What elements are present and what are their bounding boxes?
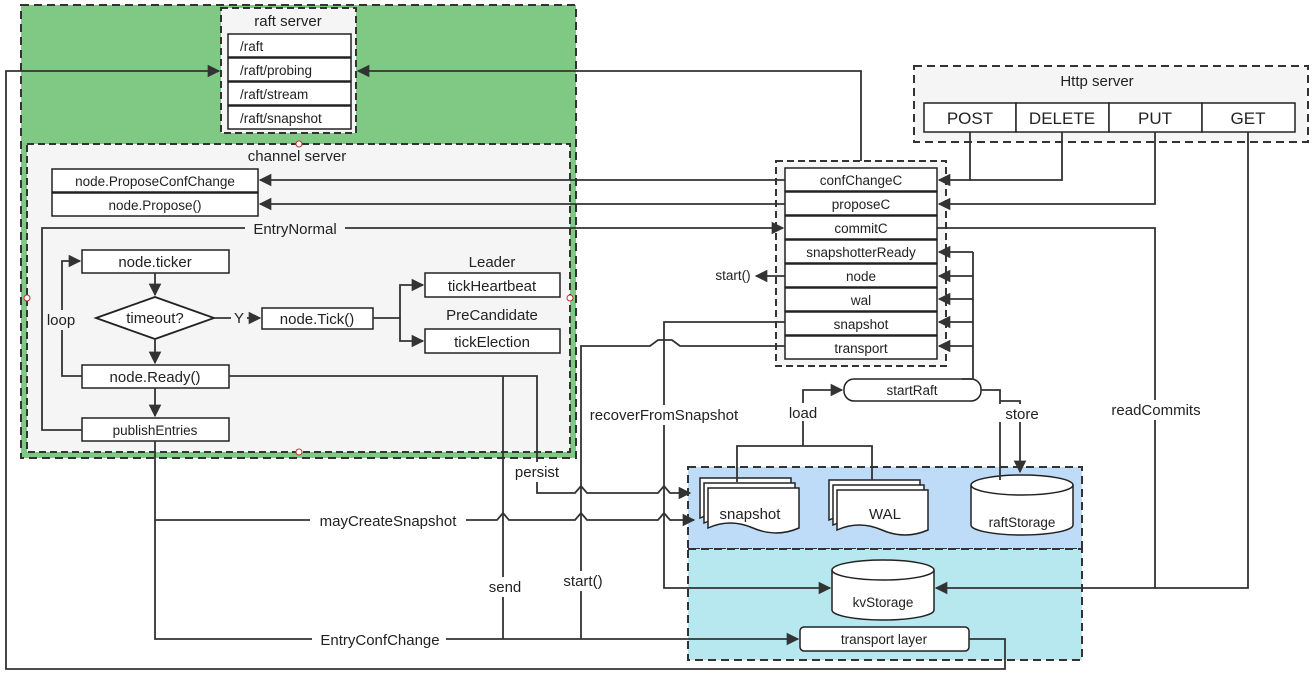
tick-heartbeat-box[interactable]: tickHeartbeat: [424, 272, 561, 298]
field-commitc[interactable]: commitC: [784, 215, 938, 240]
field-transport[interactable]: transport: [784, 335, 938, 360]
field-confchangec[interactable]: confChangeC: [784, 167, 938, 192]
raft-server: raft server /raft /raft/probing /raft/st…: [220, 7, 357, 134]
svg-text:timeout?: timeout?: [126, 310, 184, 327]
svg-text:node.Ready(): node.Ready(): [110, 369, 201, 386]
svg-text:tickElection: tickElection: [454, 334, 530, 351]
ticker-box[interactable]: node.ticker: [81, 249, 230, 274]
store-label: store: [1005, 406, 1038, 423]
load-label: load: [789, 405, 817, 422]
svg-text:GET: GET: [1231, 109, 1266, 128]
endpoint-raft-probing[interactable]: /raft/probing: [227, 57, 352, 82]
svg-text:/raft/stream: /raft/stream: [240, 87, 308, 102]
svg-text:publishEntries: publishEntries: [113, 423, 198, 438]
put-method[interactable]: PUT: [1108, 102, 1203, 133]
http-server-title: Http server: [1060, 73, 1133, 90]
ready-box[interactable]: node.Ready(): [81, 364, 230, 389]
publish-entries-box[interactable]: publishEntries: [81, 417, 230, 442]
svg-text:/raft/snapshot: /raft/snapshot: [240, 111, 322, 126]
svg-text:raftStorage: raftStorage: [989, 515, 1056, 530]
svg-text:PUT: PUT: [1138, 109, 1172, 128]
svg-text:snapshotterReady: snapshotterReady: [806, 245, 916, 260]
http-server: Http server POST DELETE PUT GET: [913, 65, 1309, 143]
field-proposec[interactable]: proposeC: [784, 191, 938, 216]
svg-text:commitC: commitC: [834, 221, 887, 236]
svg-text:/raft: /raft: [240, 39, 264, 54]
propose-conf-change-box[interactable]: node.ProposeConfChange: [51, 168, 259, 193]
send-label: send: [489, 579, 522, 596]
svg-text:WAL: WAL: [869, 506, 901, 523]
tick-box[interactable]: node.Tick(): [261, 307, 374, 330]
raft-node: confChangeC proposeC commitC snapshotter…: [775, 160, 947, 367]
endpoint-raft-snapshot[interactable]: /raft/snapshot: [227, 105, 352, 130]
recover-label: recoverFromSnapshot: [590, 407, 739, 424]
field-wal[interactable]: wal: [784, 287, 938, 312]
svg-text:transport: transport: [834, 341, 888, 356]
svg-text:snapshot: snapshot: [834, 317, 889, 332]
svg-text:node.ProposeConfChange: node.ProposeConfChange: [75, 174, 235, 189]
svg-text:node: node: [846, 269, 876, 284]
start-node-label: start(): [715, 268, 750, 283]
svg-text:wal: wal: [850, 293, 871, 308]
start-transport-label: start(): [563, 573, 602, 590]
svg-text:node.Propose(): node.Propose(): [108, 198, 201, 213]
raft-server-title: raft server: [254, 13, 322, 30]
delete-method[interactable]: DELETE: [1015, 102, 1110, 133]
get-method[interactable]: GET: [1201, 102, 1296, 133]
raft-storage-db[interactable]: raftStorage: [970, 474, 1074, 536]
kv-storage-db[interactable]: kvStorage: [831, 559, 935, 621]
read-commits-label: readCommits: [1111, 402, 1200, 419]
tick-election-box[interactable]: tickElection: [424, 328, 561, 354]
channel-server-title: channel server: [248, 148, 346, 165]
may-create-snapshot-label: mayCreateSnapshot: [320, 513, 458, 530]
svg-text:confChangeC: confChangeC: [820, 173, 903, 188]
field-snapshotterready[interactable]: snapshotterReady: [784, 239, 938, 264]
timeout-decision[interactable]: timeout?: [93, 296, 217, 340]
channel-server: channel server node.ProposeConfChange no…: [23, 140, 574, 456]
svg-text:proposeC: proposeC: [832, 197, 891, 212]
svg-text:POST: POST: [947, 109, 993, 128]
entry-normal-label: EntryNormal: [253, 221, 336, 238]
loop-label: loop: [47, 312, 75, 329]
persist-label: persist: [515, 464, 560, 481]
svg-text:transport layer: transport layer: [841, 632, 928, 647]
svg-text:kvStorage: kvStorage: [853, 595, 914, 610]
transport-layer-node[interactable]: transport layer: [799, 626, 970, 652]
wal-file[interactable]: WAL: [828, 479, 929, 536]
start-raft-node[interactable]: startRaft: [843, 378, 982, 402]
svg-text:startRaft: startRaft: [886, 383, 937, 398]
precandidate-label: PreCandidate: [446, 307, 538, 324]
svg-text:node.Tick(): node.Tick(): [280, 311, 354, 328]
propose-box[interactable]: node.Propose(): [51, 192, 259, 217]
post-method[interactable]: POST: [923, 102, 1017, 133]
svg-text:node.ticker: node.ticker: [118, 254, 191, 271]
svg-text:/raft/probing: /raft/probing: [240, 63, 312, 78]
field-snapshot[interactable]: snapshot: [784, 311, 938, 336]
entry-conf-change-label: EntryConfChange: [320, 632, 439, 649]
svg-text:DELETE: DELETE: [1029, 109, 1095, 128]
endpoint-raft-stream[interactable]: /raft/stream: [227, 81, 352, 106]
endpoint-raft[interactable]: /raft: [227, 33, 352, 58]
yes-label: Y: [234, 310, 244, 327]
field-node[interactable]: node: [784, 263, 938, 288]
svg-text:snapshot: snapshot: [720, 506, 782, 523]
leader-label: Leader: [469, 254, 516, 271]
snapshot-file[interactable]: snapshot: [699, 477, 800, 534]
svg-text:tickHeartbeat: tickHeartbeat: [448, 278, 537, 295]
